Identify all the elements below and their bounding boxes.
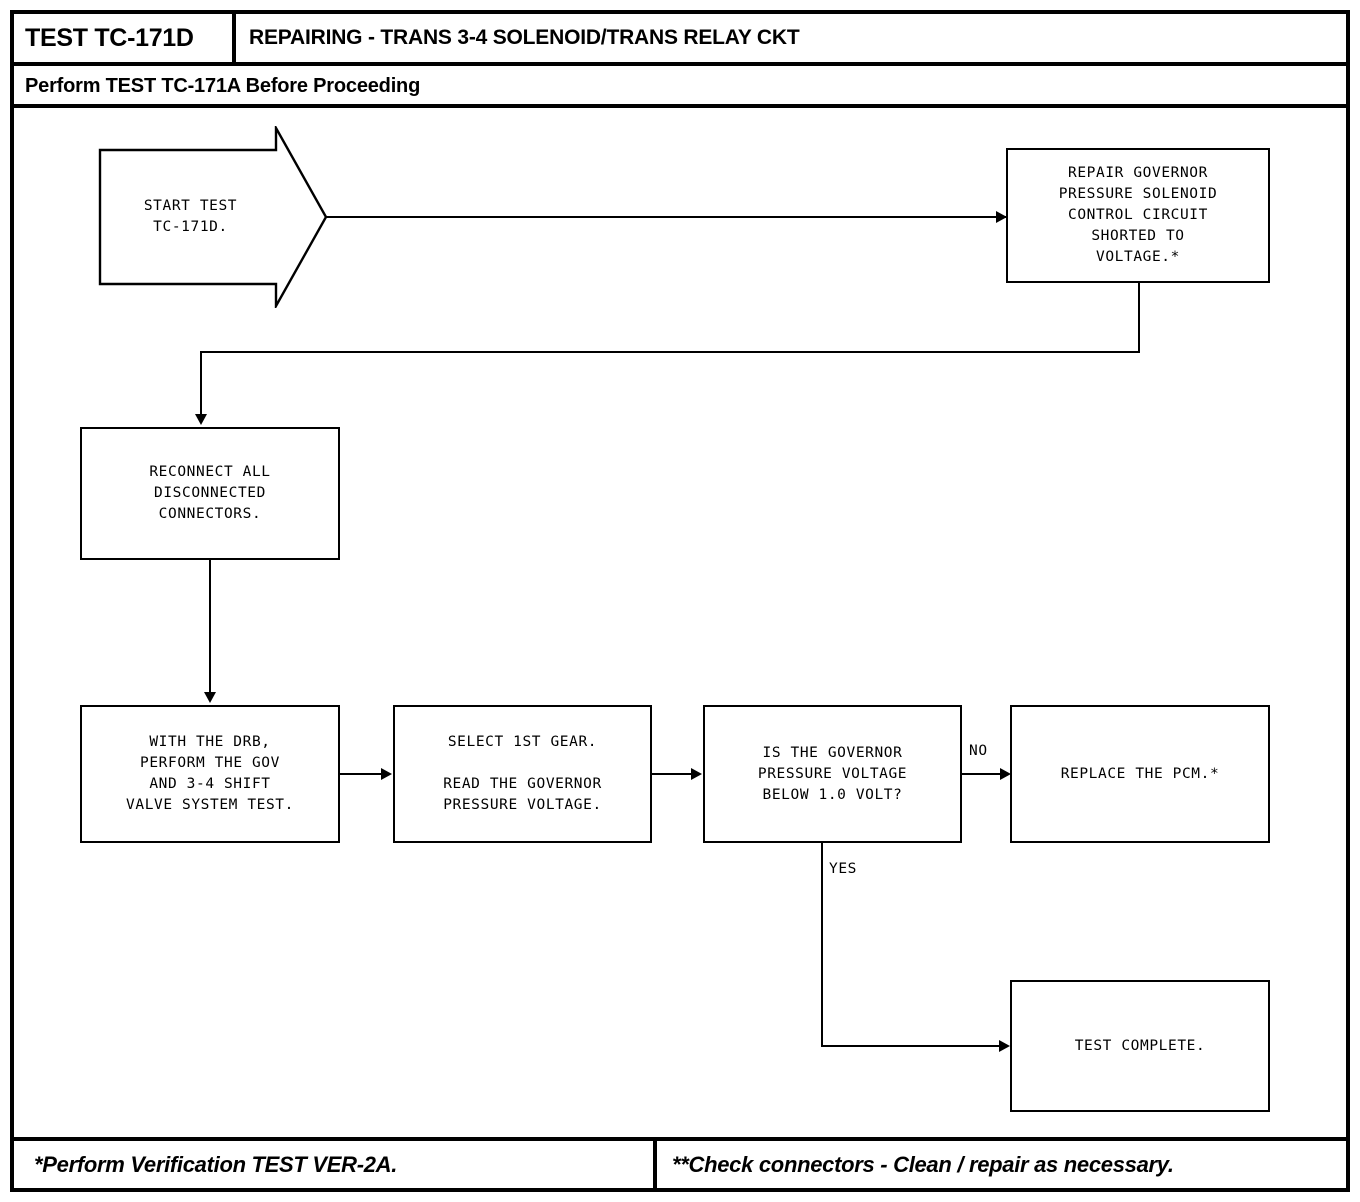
edge-reconnect-to-drb [209, 560, 211, 694]
node-reconnect-connectors-label: RECONNECT ALL DISCONNECTED CONNECTORS. [149, 464, 271, 522]
node-repair-governor-label: REPAIR GOVERNOR PRESSURE SOLENOID CONTRO… [1058, 165, 1218, 265]
edge-repair-to-reconnect-seg3 [200, 351, 202, 417]
footer-note-connectors: **Check connectors - Clean / repair as n… [672, 1151, 1174, 1177]
start-arrow-shape [98, 126, 328, 308]
edge-start-to-repair-arrowhead [996, 211, 1007, 223]
edge-repair-to-reconnect-seg1 [1138, 283, 1140, 353]
node-replace-pcm: REPLACE THE PCM.* [1010, 705, 1270, 843]
header-divider-rule [14, 62, 1346, 66]
test-code-cell: TEST TC-171D [14, 14, 236, 62]
edge-reconnect-to-drb-arrowhead [204, 692, 216, 703]
node-drb-shift-valve-test: WITH THE DRB, PERFORM THE GOV AND 3-4 SH… [80, 705, 340, 843]
edge-start-to-repair [326, 216, 1009, 218]
footer-divider [653, 1141, 657, 1188]
node-test-complete-label: TEST COMPLETE. [1074, 1037, 1206, 1054]
test-code-label: TEST TC-171D [25, 23, 194, 52]
node-governor-voltage-decision-label: IS THE GOVERNOR PRESSURE VOLTAGE BELOW 1… [757, 744, 908, 803]
edge-select-gear-to-decision-arrowhead [691, 768, 702, 780]
node-repair-governor: REPAIR GOVERNOR PRESSURE SOLENOID CONTRO… [1006, 148, 1270, 283]
edge-label-yes: YES [829, 861, 857, 877]
edge-label-no: NO [969, 743, 988, 759]
page-frame [10, 10, 1350, 1192]
edge-decision-no-to-replace-pcm [962, 773, 1004, 775]
edge-drb-to-select-gear-arrowhead [381, 768, 392, 780]
edge-decision-yes-seg1 [821, 843, 823, 1047]
footer-top-rule [14, 1137, 1346, 1141]
node-governor-voltage-decision: IS THE GOVERNOR PRESSURE VOLTAGE BELOW 1… [703, 705, 962, 843]
edge-decision-yes-arrowhead [999, 1040, 1010, 1052]
node-replace-pcm-label: REPLACE THE PCM.* [1060, 765, 1220, 782]
edge-repair-to-reconnect-seg2 [200, 351, 1140, 353]
node-select-first-gear: SELECT 1ST GEAR. READ THE GOVERNOR PRESS… [393, 705, 652, 843]
edge-decision-no-arrowhead [1000, 768, 1011, 780]
node-start-test-label: START TEST TC-171D. [143, 198, 238, 235]
node-reconnect-connectors: RECONNECT ALL DISCONNECTED CONNECTORS. [80, 427, 340, 560]
node-select-first-gear-label: SELECT 1ST GEAR. READ THE GOVERNOR PRESS… [443, 734, 602, 813]
footer-note-verification: *Perform Verification TEST VER-2A. [34, 1151, 398, 1177]
node-test-complete: TEST COMPLETE. [1010, 980, 1270, 1112]
edge-select-gear-to-decision [652, 773, 693, 775]
node-start-test: START TEST TC-171D. [98, 126, 328, 308]
edge-repair-to-reconnect-arrowhead [195, 414, 207, 425]
header-bottom-rule [14, 104, 1346, 108]
header-subtitle: Perform TEST TC-171A Before Proceeding [25, 74, 421, 97]
node-drb-shift-valve-test-label: WITH THE DRB, PERFORM THE GOV AND 3-4 SH… [126, 734, 294, 813]
page-title: REPAIRING - TRANS 3-4 SOLENOID/TRANS REL… [249, 26, 800, 49]
edge-decision-yes-seg2 [821, 1045, 1006, 1047]
edge-drb-to-select-gear [340, 773, 382, 775]
